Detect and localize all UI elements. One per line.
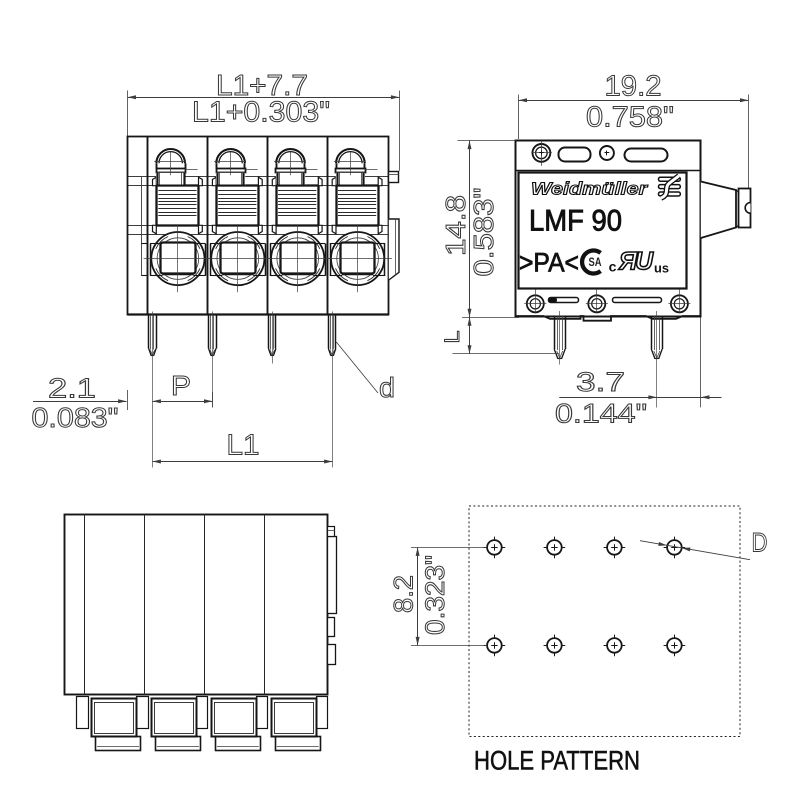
svg-text:Weidmüller: Weidmüller — [531, 179, 648, 199]
svg-text:8.2: 8.2 — [389, 575, 419, 613]
svg-text:3.7: 3.7 — [576, 367, 625, 397]
svg-text:0.144": 0.144" — [555, 399, 647, 429]
svg-text:L1+0.303": L1+0.303" — [192, 97, 330, 129]
svg-text:us: us — [654, 261, 669, 276]
svg-text:0.323": 0.323" — [420, 555, 450, 635]
svg-text:0.083": 0.083" — [32, 402, 119, 433]
svg-text:P: P — [171, 370, 191, 401]
svg-text:c: c — [609, 259, 617, 275]
svg-text:HOLE PATTERN: HOLE PATTERN — [474, 746, 640, 776]
svg-text:19.2: 19.2 — [605, 71, 662, 103]
svg-text:2.1: 2.1 — [48, 372, 96, 403]
svg-text:L1: L1 — [227, 430, 260, 462]
svg-text:>PA<: >PA< — [519, 248, 579, 278]
svg-text:SA: SA — [589, 257, 602, 269]
svg-text:ЯU: ЯU — [618, 248, 654, 276]
svg-text:L1+7.7: L1+7.7 — [216, 70, 308, 102]
svg-text:d: d — [379, 372, 395, 403]
svg-text:14.8: 14.8 — [440, 195, 471, 256]
svg-text:0.758": 0.758" — [586, 102, 674, 134]
svg-text:LMF 90: LMF 90 — [529, 205, 622, 238]
svg-text:L: L — [441, 331, 464, 344]
svg-text:D: D — [752, 528, 768, 558]
svg-text:0.583": 0.583" — [468, 188, 499, 277]
